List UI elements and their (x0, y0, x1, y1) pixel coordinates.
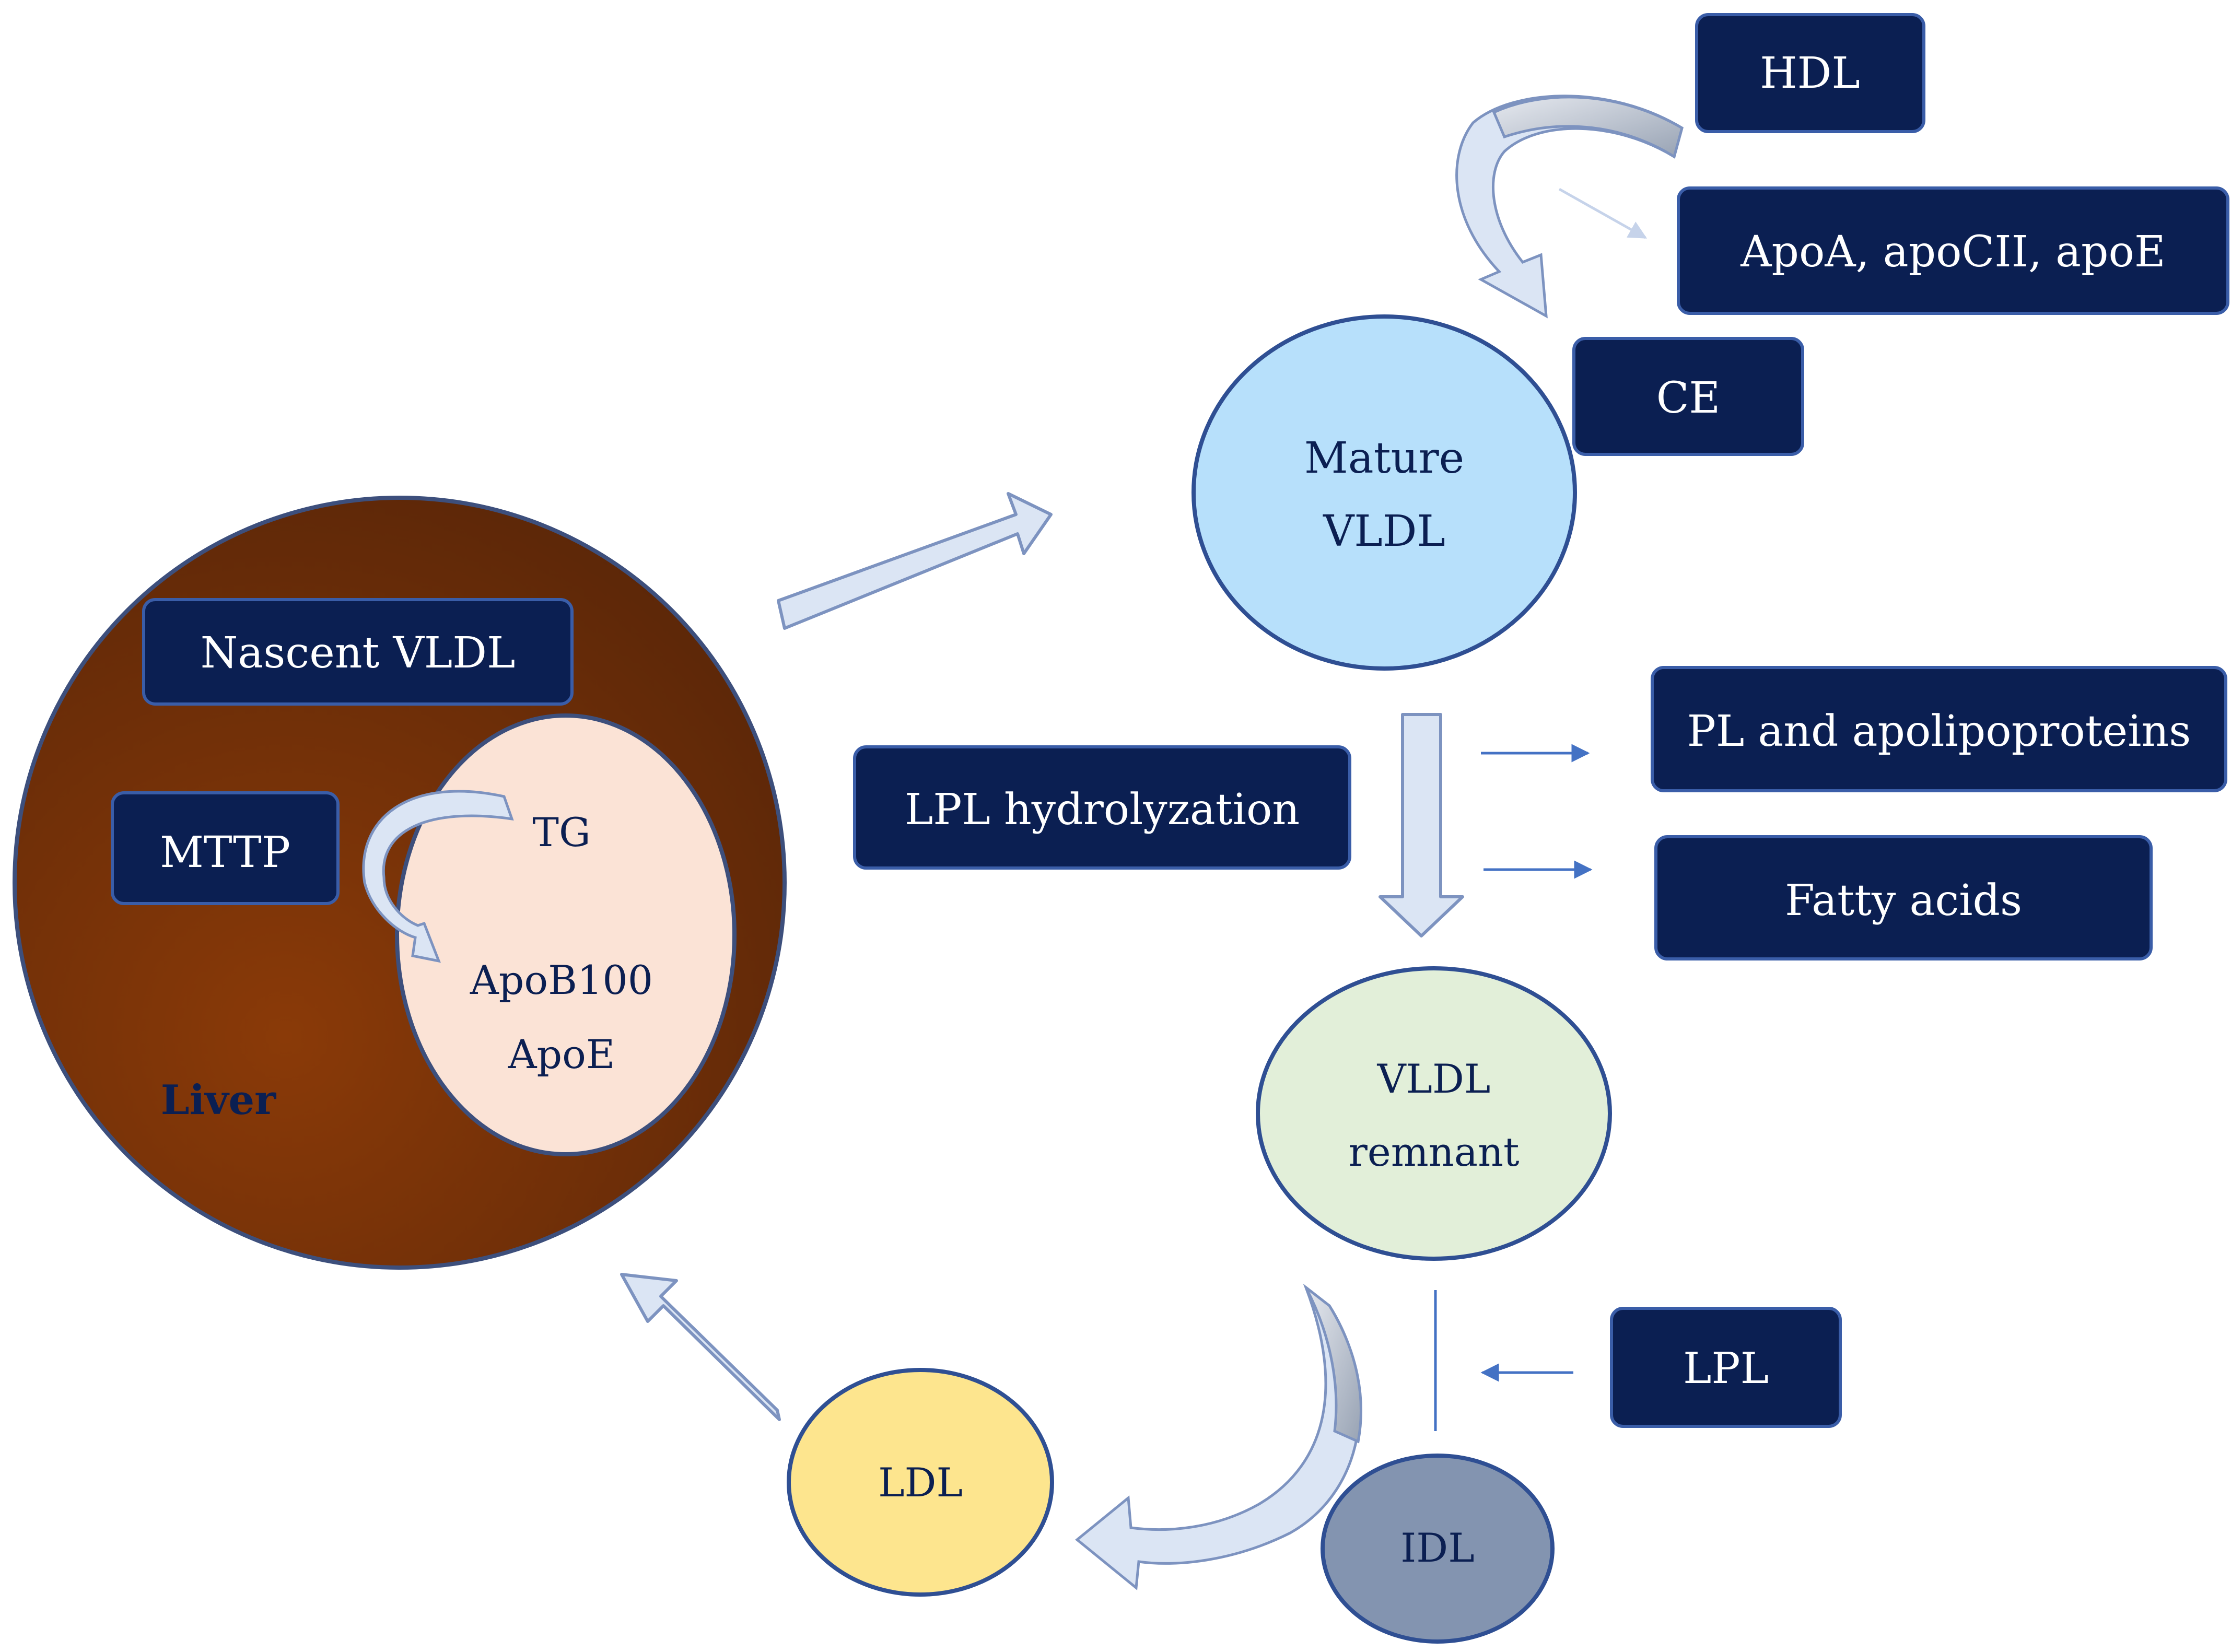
hdl-box (1695, 13, 1925, 133)
vldl-remnant-line2: remnant (1348, 1129, 1519, 1175)
ldl-to-liver-arrow-shape (620, 1273, 781, 1421)
mttp-box (111, 791, 340, 905)
lpl-box (1610, 1307, 1842, 1428)
remnant-arrow-grey-tail (1304, 1286, 1362, 1444)
idl-particle (1321, 1454, 1555, 1644)
lpl-label: LPL (1683, 1344, 1769, 1393)
apob100-label: ApoB100 (470, 957, 653, 1003)
mature-vldl-line2: VLDL (1323, 507, 1445, 556)
pl-apolipoproteins-label: PL and apolipoproteins (1687, 707, 2191, 756)
mature-vldl-group: Mature VLDL (1192, 314, 1577, 671)
vldl-to-remnant-down-arrow (1379, 713, 1464, 938)
liver-group: Nascent VLDL MTTP TG ApoB100 ApoE Liver (13, 496, 787, 1270)
nascent-vldl-label: Nascent VLDL (201, 628, 516, 678)
liver-label: Liver (161, 1076, 276, 1124)
to-apos-thin-arrow (1558, 188, 1648, 239)
lpl-hydrolyzation-label: LPL hydrolyzation (905, 785, 1300, 835)
mature-vldl-particle (1192, 314, 1577, 671)
vldl-remnant-line1: VLDL (1377, 1056, 1491, 1102)
remnant-to-ldl-curved-arrow (1075, 1283, 1361, 1590)
hdl-to-vldl-curved-arrow (1455, 95, 1684, 319)
ce-label: CE (1656, 373, 1721, 423)
apoe-label: ApoE (508, 1031, 615, 1077)
tg-to-apob-curved-arrow (362, 790, 514, 963)
fatty-acids-label: Fatty acids (1785, 876, 2022, 925)
fatty-acids-box (1654, 835, 2153, 960)
ce-box (1572, 337, 1804, 456)
vldl-remnant-group: VLDL remnant (1256, 966, 1612, 1261)
pl-apolipoproteins-box (1651, 666, 2227, 792)
tg-label: TG (532, 809, 590, 856)
idl-label: IDL (1400, 1525, 1474, 1571)
ldl-particle (787, 1368, 1054, 1597)
liver-to-mature-vldl-arrow-shaft (777, 492, 1053, 630)
nascent-vldl-particle (395, 713, 737, 1156)
ldl-label: LDL (878, 1459, 963, 1506)
nascent-vldl-box (142, 598, 574, 706)
lpl-hydrolyzation-box (853, 745, 1351, 870)
apos-box (1677, 186, 2229, 315)
hdl-arrow-grey-tail (1492, 96, 1684, 159)
mature-vldl-line1: Mature (1304, 433, 1464, 483)
apos-label: ApoA, apoCII, apoE (1740, 227, 2165, 277)
vldl-remnant-particle (1256, 966, 1612, 1261)
hdl-label: HDL (1760, 49, 1860, 98)
mttp-label: MTTP (160, 828, 290, 877)
